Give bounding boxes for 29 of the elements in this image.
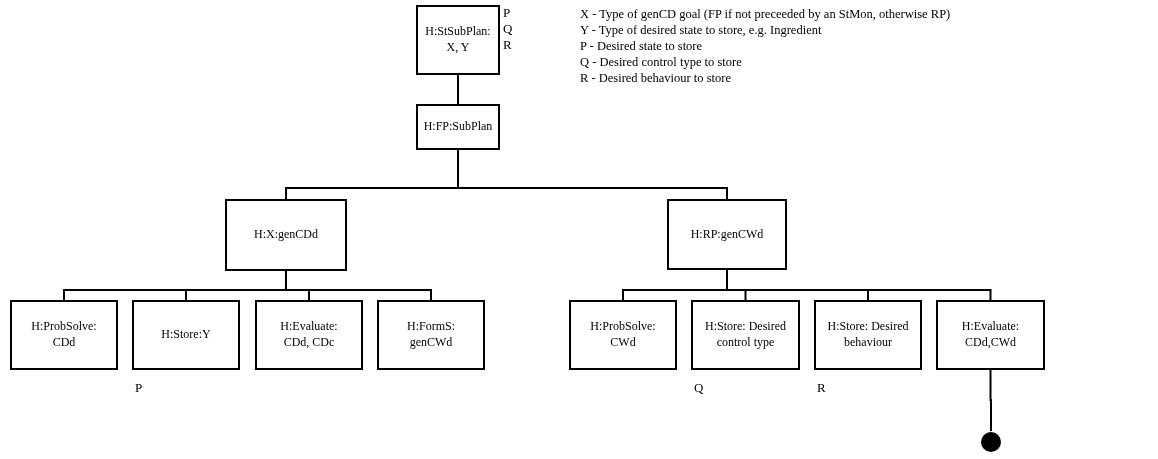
annotation-letter: Q bbox=[694, 380, 704, 396]
process-box: H:Store: Desired control type bbox=[691, 300, 800, 370]
connector-line bbox=[989, 369, 992, 432]
annotation-letter: P bbox=[135, 380, 143, 396]
legend-note: X - Type of genCD goal (FP if not preceeded by an StMon, otherwise RP) bbox=[580, 6, 951, 22]
process-box: H:StSubPlan: X, Y bbox=[416, 5, 500, 75]
process-box: H:X:genCDd bbox=[225, 199, 347, 271]
process-box: H:Evaluate: CDd, CDc bbox=[255, 300, 363, 370]
legend-note: P - Desired state to store bbox=[580, 38, 703, 54]
process-box: H:Evaluate: CDd,CWd bbox=[936, 300, 1045, 370]
connector-line bbox=[285, 270, 432, 301]
process-box: H:ProbSolve: CWd bbox=[569, 300, 677, 370]
annotation-letter: R bbox=[503, 37, 512, 53]
annotation-letter: P bbox=[503, 5, 511, 21]
legend-note: R - Desired behaviour to store bbox=[580, 70, 731, 86]
terminal-dot bbox=[980, 431, 1002, 453]
process-box: H:RP:genCWd bbox=[667, 199, 787, 270]
process-box: H:Store:Y bbox=[132, 300, 240, 370]
process-box: H:FP:SubPlan bbox=[416, 104, 500, 150]
process-box: H:Store: Desired behaviour bbox=[814, 300, 922, 370]
legend-note: Q - Desired control type to store bbox=[580, 54, 742, 70]
process-box: H:ProbSolve: CDd bbox=[10, 300, 118, 370]
connector-line bbox=[457, 74, 459, 105]
legend-note: Y - Type of desired state to store, e.g. Ingredient bbox=[580, 22, 822, 38]
annotation-letter: R bbox=[817, 380, 826, 396]
annotation-letter: Q bbox=[503, 21, 513, 37]
connector-line bbox=[726, 269, 992, 301]
process-box: H:FormS: genCWd bbox=[377, 300, 485, 370]
connector-line bbox=[457, 149, 728, 200]
